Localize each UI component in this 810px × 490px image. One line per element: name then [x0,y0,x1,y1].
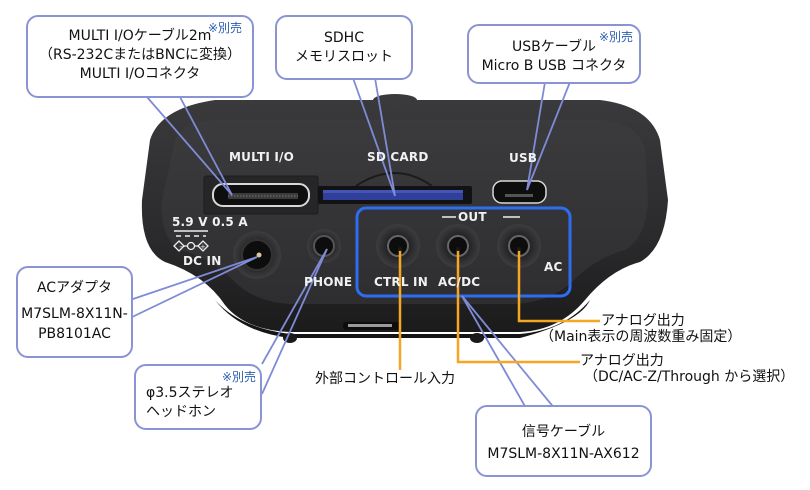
sold-separately-note: ※別売 [598,30,633,44]
usb-cable-label: USBケーブル [512,39,596,55]
svg-text:+: + [200,243,206,251]
device-label-ac: AC [544,260,563,274]
sold-separately-note: ※別売 [221,370,256,384]
ctrl-in-jack [387,235,409,257]
usb-port [492,180,547,204]
multi-io-cable-label: MULTI I/Oケーブル2m [68,28,212,44]
device-label-ctrl-in: CTRL IN [374,275,428,289]
callout-headphone: ※別売 φ3.5ステレオ ヘッドホン [134,364,262,430]
usb-connector-label: Micro B USB コネクタ [481,58,627,74]
headphone-label: ヘッドホン [146,404,216,420]
headphone-spec-label: φ3.5ステレオ [146,385,234,401]
callout-sdhc: SDHC メモリスロット [275,15,413,80]
callout-usb: ※別売 USBケーブル Micro B USB コネクタ [467,24,641,84]
analog-out-ac-title: アナログ出力 [601,313,685,329]
ctrl-in-annotation: 外部コントロール入力 [315,371,455,387]
device-label-dc-rating: 5.9 V 0.5 A [172,215,248,229]
callout-multi-io: ※別売 MULTI I/Oケーブル2m （RS-232CまたはBNCに変換） M… [26,15,254,98]
ac-adapter-model-part2: PB8101AC [38,326,111,342]
sdhc-label: SDHC [324,30,364,46]
device-label-usb: USB [509,151,538,165]
leader-lines-blue [129,77,571,416]
analog-out-acdc-description: （DC/AC-Z/Through から選択） [584,369,795,385]
device-label-phone: PHONE [304,275,353,289]
callout-signal-cable: 信号ケーブル M7SLM-8X11N-AX612 [475,405,652,477]
sd-card-slot [323,190,463,200]
leader-lines-orange [398,249,600,370]
signal-cable-label: 信号ケーブル [521,424,606,440]
multi-io-conversion-label: （RS-232CまたはBNCに変換） [38,47,241,63]
memory-slot-label: メモリスロット [295,49,393,65]
device-label-dc-in: DC IN [183,254,222,268]
sold-separately-note: ※別売 [207,21,242,35]
ac-adapter-model-part1: M7SLM-8X11N- [21,306,128,322]
callout-ac-adapter: ACアダプタ M7SLM-8X11N- PB8101AC [16,266,133,358]
device-label-ac-dc: AC/DC [438,275,481,289]
device-label-out: OUT [458,210,487,224]
signal-cable-model: M7SLM-8X11N-AX612 [487,446,640,462]
analog-out-ac-description: （Main表示の周波数重み固定） [540,329,742,345]
svg-text:−: − [179,243,185,251]
out-group-frame [355,206,572,298]
ac-adapter-label: ACアダプタ [36,280,113,296]
device-label-multi-io: MULTI I/O [229,150,295,164]
analog-out-acdc-title: アナログ出力 [580,353,664,369]
device-label-sd-card: SD CARD [367,150,429,164]
multi-io-connector-label: MULTI I/Oコネクタ [79,66,201,82]
